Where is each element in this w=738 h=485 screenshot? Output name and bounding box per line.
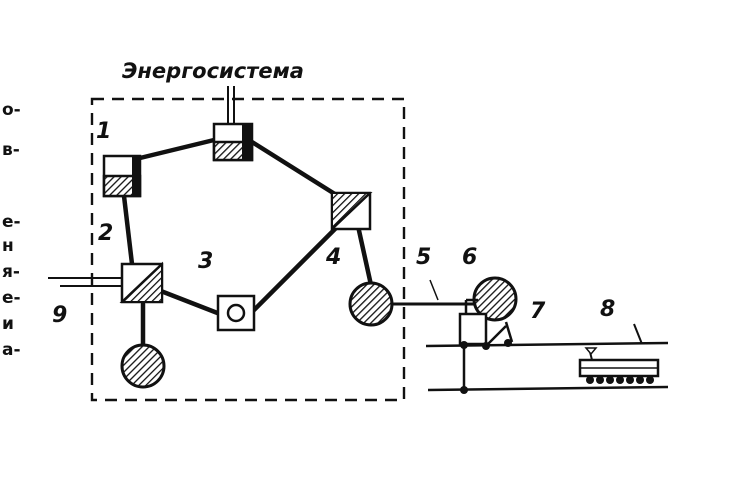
- system-boundary: [90, 97, 406, 402]
- label-9: 9: [52, 303, 67, 328]
- top-node-box: [212, 122, 254, 162]
- margin-fragment: а-: [2, 340, 21, 360]
- connection-lines: [121, 137, 374, 348]
- node-1-box: [102, 154, 142, 198]
- label-7: 7: [530, 299, 546, 324]
- input-line-9: [48, 277, 122, 287]
- generator-circle-bottom: [120, 343, 166, 389]
- label-6: 6: [462, 245, 477, 270]
- margin-fragment: я-: [2, 262, 20, 282]
- locomotive-icon: [578, 347, 660, 384]
- label-8-leader: [633, 323, 643, 345]
- line-5: [392, 279, 474, 306]
- margin-fragment: о-: [2, 100, 21, 120]
- junction-dots: [460, 339, 512, 394]
- label-5: 5: [416, 245, 431, 270]
- node-2-box: [119, 261, 164, 304]
- margin-fragment: в-: [2, 140, 20, 160]
- node-3-box: [216, 294, 256, 332]
- node-4-circle: [348, 281, 394, 327]
- margin-fragment: и: [2, 314, 14, 334]
- feeder-lines: [227, 86, 235, 124]
- diagram-title: Энергосистема: [122, 59, 304, 83]
- label-1: 1: [96, 119, 111, 144]
- label-2: 2: [98, 221, 113, 246]
- label-8: 8: [600, 297, 615, 322]
- label-3: 3: [198, 249, 213, 274]
- margin-fragment: е-: [2, 288, 21, 308]
- right-node-box: [330, 191, 373, 232]
- margin-fragment: е-: [2, 212, 21, 232]
- label-4: 4: [325, 245, 341, 270]
- margin-fragment: н: [2, 236, 14, 256]
